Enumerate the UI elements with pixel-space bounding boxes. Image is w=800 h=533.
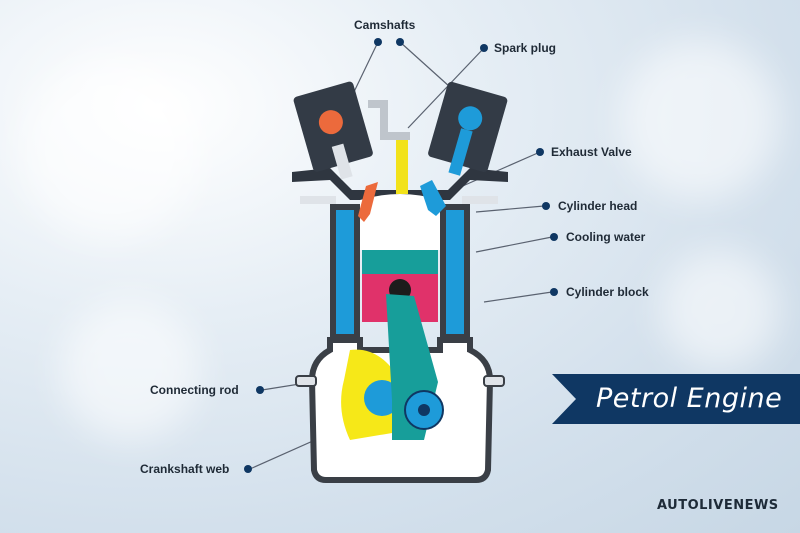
camshaft-left-icon [318,110,343,135]
cylinder-head-plate [292,168,508,200]
label-cylinder-block: Cylinder block [566,285,649,299]
cooling-water-right [446,210,464,334]
crank-gear-hub [418,404,430,416]
leader-cooling-water [475,236,553,253]
bokeh-light [20,60,200,240]
label-spark-plug: Spark plug [494,41,557,55]
leader-cylinder-block [483,291,553,303]
leader-dots [244,38,558,473]
leader-cylinder-head [475,205,545,213]
dot-cylinder-head [542,202,550,210]
bokeh-light [620,40,780,200]
label-crankshaft-web: Crankshaft web [140,462,230,476]
dot-exhaust-valve [536,148,544,156]
camshaft-housing-left [293,81,373,180]
bokeh-light [660,250,780,370]
exhaust-valve-shape [420,180,446,216]
dot-crankshaft-web [244,465,252,473]
spark-plug-shape [396,132,408,194]
cooling-water-left [336,210,354,334]
label-cooling-water: Cooling water [566,230,646,244]
dot-camshaft-right [396,38,404,46]
banner-title: Petrol Engine [596,383,783,414]
title-banner: Petrol Engine [552,374,800,424]
cylinder-bore [360,194,440,250]
dot-connecting-rod [256,386,264,394]
crankcase-bolt-right [483,375,505,387]
spark-plug-connector [368,100,410,140]
dot-spark-plug [480,44,488,52]
piston-crown [362,250,438,274]
leader-camshaft-left [351,41,379,97]
camshaft-housing-right [428,81,508,176]
head-bracket-left [300,196,336,204]
label-exhaust-valve: Exhaust Valve [551,145,632,159]
dot-cylinder-block [550,288,558,296]
dot-camshaft-left [374,38,382,46]
bokeh-light [60,300,200,440]
dot-cooling-water [550,233,558,241]
head-bracket-right [462,196,498,204]
label-cylinder-head: Cylinder head [558,199,638,213]
label-camshafts: Camshafts [354,18,416,32]
crankcase-bolt-left [295,375,317,387]
label-connecting-rod: Connecting rod [150,383,239,397]
camshaft-right-icon [458,106,483,131]
intake-valve [358,182,378,222]
crank-pin [364,380,400,416]
brand-logo: AUTOLIVENEWS [657,498,779,513]
leader-spark-plug [407,47,485,129]
